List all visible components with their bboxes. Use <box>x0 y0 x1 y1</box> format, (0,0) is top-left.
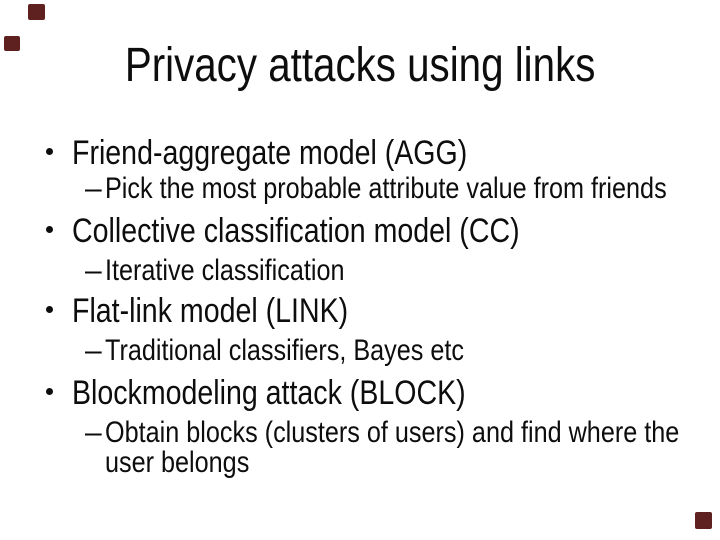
bullet-dot-icon <box>46 148 53 155</box>
dash-icon: – <box>85 172 102 205</box>
dash-icon: – <box>85 334 102 367</box>
bullet-label: Flat-link model (LINK) <box>72 292 349 330</box>
bullet-dot-icon <box>46 226 53 233</box>
corner-square-icon <box>28 4 45 20</box>
sub-bullet-text: Obtain blocks (clusters of users) and fi… <box>105 416 680 479</box>
bullet-dot-icon <box>46 306 53 313</box>
slide-title-text: Privacy attacks using links <box>124 39 596 92</box>
bullet-item: Blockmodeling attack (BLOCK) <box>0 376 720 416</box>
sub-bullet-item: – Obtain blocks (clusters of users) and … <box>0 418 720 482</box>
dash-icon: – <box>85 416 102 449</box>
bullet-item: Flat-link model (LINK) <box>0 294 720 334</box>
corner-square-icon <box>695 512 712 529</box>
sub-bullet-text: Iterative classification <box>105 254 345 287</box>
sub-bullet-text: Pick the most probable attribute value f… <box>105 172 667 205</box>
sub-bullet-item: – Iterative classification <box>0 256 720 320</box>
bullet-label: Blockmodeling attack (BLOCK) <box>72 374 466 412</box>
bullet-item: Collective classification model (CC) <box>0 214 720 254</box>
bullet-dot-icon <box>46 388 53 395</box>
bullet-label: Collective classification model (CC) <box>72 212 520 250</box>
slide-title: Privacy attacks using links <box>0 42 720 90</box>
bullet-item: Friend-aggregate model (AGG) <box>0 136 720 176</box>
sub-bullet-item: – Traditional classifiers, Bayes etc <box>0 336 720 400</box>
bullet-label: Friend-aggregate model (AGG) <box>72 134 468 172</box>
sub-bullet-text: Traditional classifiers, Bayes etc <box>105 334 465 367</box>
dash-icon: – <box>85 254 102 287</box>
corner-square-icon <box>4 36 20 51</box>
sub-bullet-item: – Pick the most probable attribute value… <box>0 174 720 238</box>
